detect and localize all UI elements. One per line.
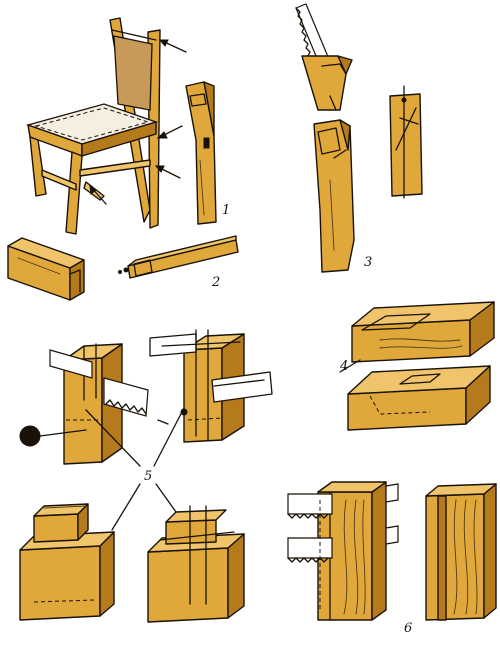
tenon-block-upper [351, 301, 495, 363]
tenon-saw-block-right [149, 329, 273, 443]
leg-mortise-piece [185, 81, 217, 225]
joint-panel [389, 85, 423, 199]
finished-tenon-left [19, 503, 115, 621]
saw-cutting-leg [295, 3, 355, 273]
label-3: 3 [364, 255, 372, 270]
chair-illustration [25, 17, 187, 235]
stretcher-rail [118, 235, 239, 279]
label-4: 4 [339, 359, 348, 374]
mortise-block-lower [339, 359, 491, 431]
label-2: 2 [211, 275, 220, 290]
finished-tenon-center [147, 505, 245, 623]
bridle-joint-with-saws [287, 481, 399, 621]
tenon-saw-block-left [19, 343, 149, 465]
rail-with-tenon [7, 237, 85, 301]
label-5: 5 [144, 469, 152, 484]
bridle-joint-finished [425, 483, 497, 621]
label-1: 1 [222, 203, 230, 218]
label-6: 6 [404, 621, 412, 636]
